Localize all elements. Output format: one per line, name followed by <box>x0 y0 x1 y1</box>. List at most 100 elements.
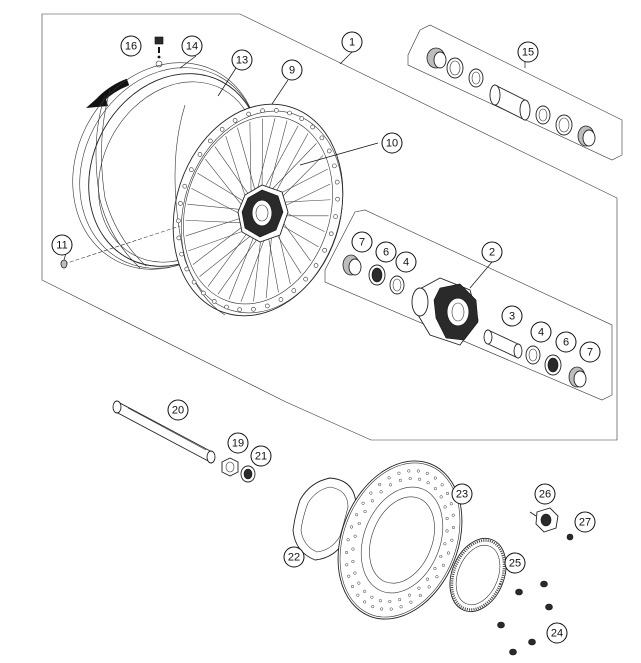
spoke-nipple <box>178 201 183 206</box>
spoke <box>185 215 249 237</box>
disc-holes <box>344 469 456 611</box>
disc-hole <box>353 534 357 538</box>
disc-hole <box>379 490 383 494</box>
spoke <box>192 220 251 265</box>
disc-hole <box>439 554 443 559</box>
tire-info-symbols-icon <box>154 36 164 68</box>
callout-circle <box>341 31 363 53</box>
spoke-nipple <box>299 116 305 121</box>
disc-hole <box>351 547 355 551</box>
spoke-nipple <box>224 304 229 310</box>
disc-hole <box>451 513 455 517</box>
callout-circle <box>375 241 397 263</box>
disc-hole <box>378 599 382 603</box>
spoke-nipple <box>260 108 265 114</box>
callout-c2: 2 <box>481 241 503 263</box>
callout-c11: 11 <box>51 234 73 256</box>
spoke-nipple <box>184 266 190 272</box>
disc-hole <box>449 502 453 506</box>
callout-number: 4 <box>538 327 544 339</box>
spoke-nipple <box>219 127 225 132</box>
callout-number: 14 <box>186 41 198 53</box>
disc-hole <box>363 600 367 604</box>
callout-number: 2 <box>489 247 495 259</box>
disc-hole <box>425 471 429 475</box>
disc-hole <box>443 505 447 509</box>
wheel-speed-sensor <box>529 507 574 541</box>
callout-number: 11 <box>56 240 67 252</box>
disc-hole <box>388 599 392 604</box>
callout-circle <box>579 341 601 363</box>
disc-hole <box>346 538 350 542</box>
callout-circle <box>120 35 142 57</box>
assembly-1-boundary <box>41 13 618 441</box>
disc-hole <box>361 501 365 505</box>
callout-circle <box>534 483 556 505</box>
disc-hole <box>427 585 431 589</box>
disc-hole <box>418 593 422 598</box>
spoke-nipple <box>332 163 337 169</box>
spoke-nipple <box>291 288 297 293</box>
spoke <box>199 228 260 277</box>
axle-nut <box>221 457 256 483</box>
callout-c20: 20 <box>167 399 189 421</box>
callout-circle <box>381 132 403 154</box>
disc-hole <box>398 598 402 602</box>
callout-c6a: 6 <box>375 241 397 263</box>
callout-circle <box>555 331 577 353</box>
callout-number: 21 <box>255 451 267 463</box>
callout-c15: 15 <box>517 41 539 63</box>
spoke-nipple <box>274 108 279 113</box>
callout-c19: 19 <box>227 432 249 454</box>
spoke-nipple <box>335 196 340 202</box>
spoke-nipple <box>328 231 334 237</box>
callout-c21: 21 <box>250 445 272 467</box>
callout-c16: 16 <box>120 35 142 57</box>
callout-number: 27 <box>579 517 591 529</box>
callout-c7a: 7 <box>351 231 373 253</box>
spoke-nipple <box>310 124 315 130</box>
hub-assembly-boundary <box>324 209 613 401</box>
spoke <box>249 121 252 203</box>
disc-hole <box>408 476 412 481</box>
disc-hole <box>363 589 367 593</box>
callout-c10: 10 <box>381 132 403 154</box>
callout-number: 3 <box>509 311 515 323</box>
spoke-nipple <box>182 183 188 189</box>
disc-hole <box>344 550 349 555</box>
spoke-nipple <box>208 138 213 144</box>
spoke-nipple <box>265 303 270 309</box>
spoke-nipple <box>201 290 206 296</box>
disc-hole <box>370 595 374 599</box>
spoke-nipple <box>322 247 327 253</box>
spoke <box>214 146 254 201</box>
hub-assembly-parts <box>342 254 587 388</box>
spoke <box>237 127 258 199</box>
disc-hole <box>369 491 373 495</box>
spoke-nipples <box>176 108 340 312</box>
callout-c26: 26 <box>534 483 556 505</box>
brake-disc <box>337 460 463 620</box>
spoke-nipple <box>246 111 251 117</box>
spoke <box>261 118 263 198</box>
callout-circle <box>504 552 526 574</box>
spoke-nipple <box>191 279 197 285</box>
disc-hole <box>356 593 360 597</box>
disc-hole <box>446 551 451 555</box>
callout-c14: 14 <box>181 35 203 57</box>
callout-circle <box>231 49 253 71</box>
disc-hole <box>357 581 361 585</box>
spoke-nipple <box>334 179 340 185</box>
valve <box>60 225 181 269</box>
disc-hole <box>445 491 450 496</box>
disc-hole <box>440 483 444 487</box>
callout-c7b: 7 <box>579 341 601 363</box>
callout-circle <box>546 622 568 644</box>
spoke-nipple <box>313 263 319 268</box>
callout-number: 1 <box>349 37 355 49</box>
spoke-nipple <box>326 148 332 154</box>
callout-circle <box>167 399 189 421</box>
callout-number: 10 <box>386 138 398 150</box>
